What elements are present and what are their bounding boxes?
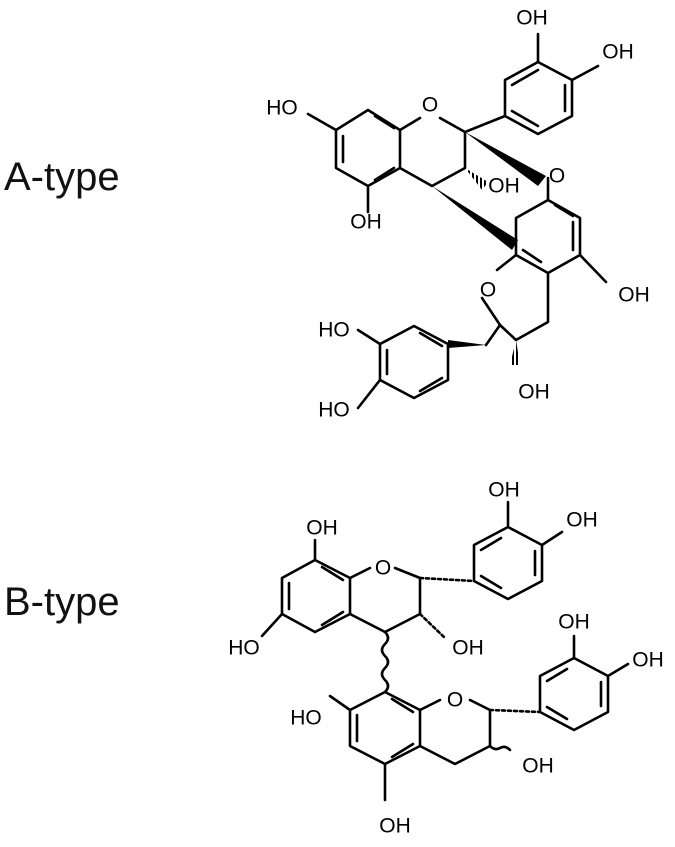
- a-oh-label: OH: [602, 41, 634, 64]
- b-oh-label: OH: [522, 755, 554, 778]
- a-ring-oxygen: O: [422, 94, 438, 117]
- b-ho-label: HO: [290, 707, 322, 730]
- b-lower-a-ring: [328, 690, 542, 802]
- b-type-structure: OH OH OH O HO OH OH OH HO O OH OH: [228, 479, 664, 838]
- b-oh-label: OH: [632, 649, 664, 672]
- b-ring-oxygen: O: [447, 689, 463, 712]
- b-upper-catechol-ring: [472, 500, 564, 601]
- b-ring-oxygen: O: [375, 557, 391, 580]
- a-ho-label: HO: [266, 97, 298, 120]
- b-oh-label: OH: [306, 517, 338, 540]
- a-oh-label: OH: [518, 381, 550, 404]
- a-ether-oxygen: O: [549, 165, 565, 188]
- a-oh-label: OH: [618, 284, 650, 307]
- a-lower-catechol-ring: [356, 324, 450, 410]
- b-ho-label: HO: [228, 637, 260, 660]
- b-type-label: B-type: [4, 580, 120, 624]
- a-type-label: A-type: [4, 155, 120, 199]
- b-oh-label: OH: [452, 637, 484, 660]
- a-type-structure: OH OH HO O OH O OH OH O HO OH HO: [266, 7, 650, 422]
- a-ring-oxygen: O: [480, 279, 496, 302]
- b-oh-label: OH: [488, 479, 520, 502]
- a-oh-label: OH: [516, 7, 548, 30]
- a-ho-label: HO: [318, 319, 350, 342]
- b-oh-label: OH: [379, 815, 411, 838]
- a-upper-a-ring: [306, 108, 546, 250]
- b-oh-label: OH: [566, 509, 598, 532]
- a-upper-catechol-ring: [503, 32, 600, 136]
- b-oh-label: OH: [558, 611, 590, 634]
- b-lower-catechol-ring: [538, 634, 630, 732]
- a-ho-label: HO: [318, 399, 350, 422]
- a-oh-label: OH: [488, 175, 520, 198]
- a-oh-label: OH: [350, 211, 382, 234]
- a-lower-a-ring: [448, 176, 608, 365]
- b-upper-a-ring: [260, 538, 476, 694]
